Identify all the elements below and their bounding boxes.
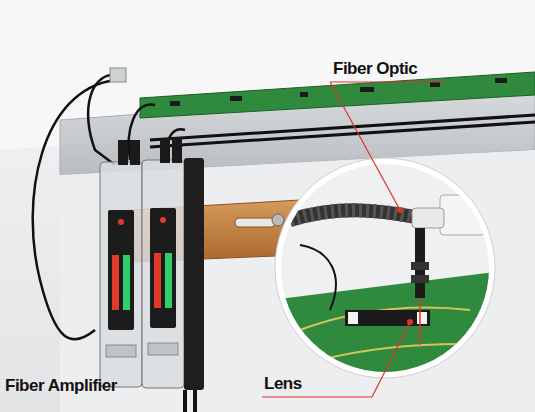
magnified-view: [270, 160, 510, 380]
fiber-amplifier: [100, 138, 204, 412]
screw: [272, 214, 284, 226]
rail-face: [60, 150, 535, 412]
callout-label: Lens: [264, 374, 302, 394]
fiber-cable: [150, 122, 535, 147]
leader-dot: [407, 319, 413, 325]
din-slot: [235, 218, 275, 227]
leader-dot: [397, 207, 403, 213]
fiber-cable: [88, 75, 120, 165]
fiber-cable: [150, 115, 535, 140]
cable-clip: [110, 68, 126, 82]
callout-label: Fiber Amplifier: [5, 376, 117, 396]
callout-label: Fiber Optic: [333, 59, 417, 79]
pcb-components: [170, 78, 507, 106]
leader-line: [262, 82, 445, 397]
